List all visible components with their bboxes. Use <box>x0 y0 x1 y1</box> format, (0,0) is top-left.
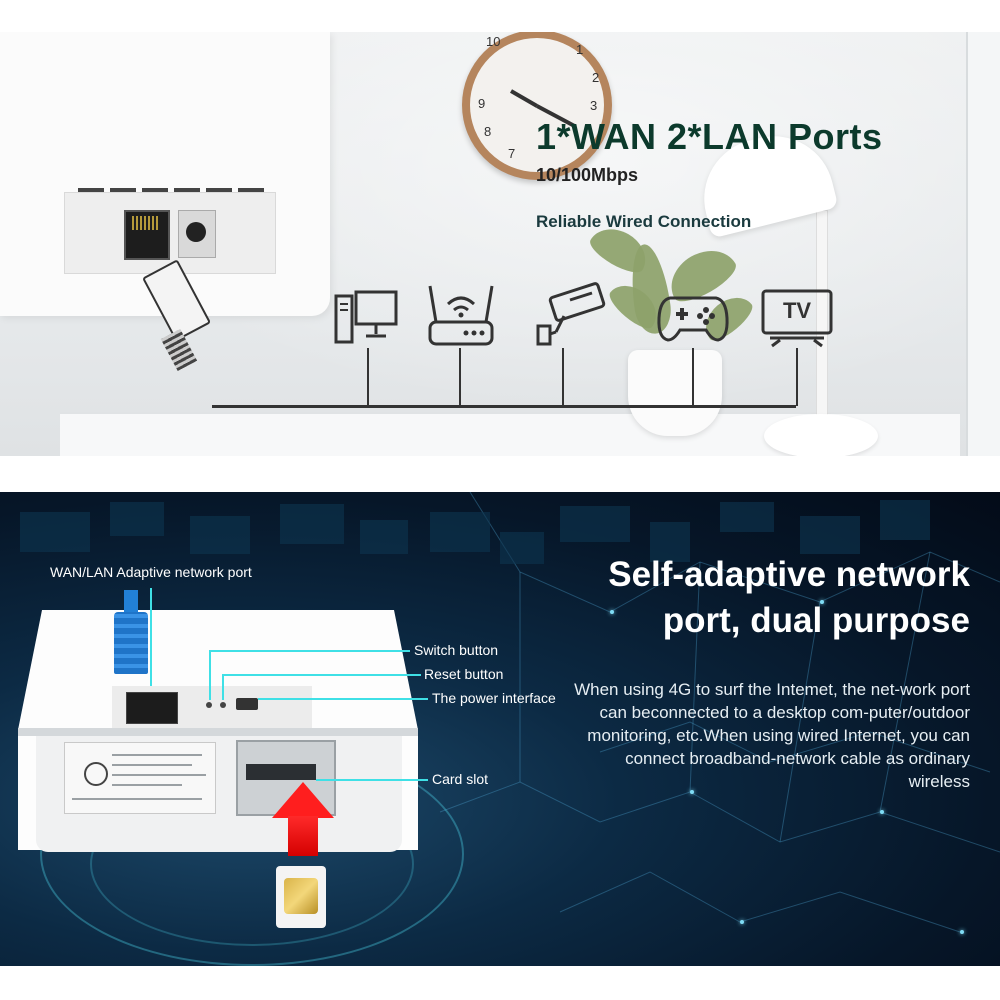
callout-line <box>210 650 410 652</box>
speed-label: 10/100Mbps <box>536 165 639 185</box>
power-port-hole <box>186 222 206 242</box>
window-frame <box>966 32 1000 456</box>
feature-heading-line-1: Self-adaptive network <box>608 555 970 594</box>
clock-number: 2 <box>592 70 600 85</box>
connection-note: Reliable Wired Connection <box>536 212 752 231</box>
ethernet-cable <box>124 590 138 616</box>
certification-logo <box>84 762 108 786</box>
clock-number: 1 <box>576 42 584 57</box>
top-product-panel: 10 1 2 3 9 8 7 1*WAN 2*LAN Ports 10/100M… <box>0 32 1000 456</box>
callout-line <box>209 650 211 700</box>
bus-drop-line <box>796 348 798 406</box>
router-edge <box>18 728 418 736</box>
vent-slot <box>174 188 200 192</box>
bus-drop-line <box>692 348 694 406</box>
bus-drop-line <box>459 348 461 406</box>
vent-slot <box>142 188 168 192</box>
callout-line <box>258 698 428 700</box>
insert-arrow-icon <box>272 782 334 818</box>
ports-heading: 1*WAN 2*LAN Ports <box>536 116 883 157</box>
clock-number: 10 <box>486 34 501 49</box>
callout-switch-button: Switch button <box>414 642 499 658</box>
feature-heading-line-2: port, dual purpose <box>662 601 970 640</box>
network-node <box>880 810 884 814</box>
blue-ethernet-plug-icon <box>114 612 148 674</box>
callout-line <box>222 674 224 700</box>
network-mesh-background <box>20 492 1000 933</box>
callout-line <box>150 588 152 686</box>
clock-number: 7 <box>508 146 516 161</box>
port-panel <box>64 192 276 274</box>
callout-line <box>223 674 421 676</box>
lamp-base <box>764 414 878 456</box>
sticker-text-line <box>112 774 206 776</box>
reset-button-hole <box>220 702 226 708</box>
desktop-computer-icon <box>334 290 398 344</box>
ethernet-port-pins <box>132 216 158 230</box>
vent-slot <box>78 188 104 192</box>
tv-label: TV <box>782 298 812 323</box>
connection-bus-line <box>212 405 796 408</box>
network-node <box>610 610 614 614</box>
network-node <box>960 930 964 934</box>
insert-arrow-shaft <box>288 816 318 856</box>
sticker-text-line <box>112 764 192 766</box>
vent-slot <box>110 188 136 192</box>
plant-pot <box>628 350 722 436</box>
callout-reset-button: Reset button <box>424 666 504 682</box>
gamepad-icon <box>657 296 729 342</box>
network-node <box>740 920 744 924</box>
bus-drop-line <box>562 348 564 406</box>
callout-power-interface: The power interface <box>432 690 556 706</box>
vent-slot <box>206 188 232 192</box>
sim-card-slot <box>246 764 316 780</box>
bus-drop-line <box>367 348 369 406</box>
power-interface-port <box>236 698 258 710</box>
sticker-text-line <box>72 798 202 800</box>
feature-description: When using 4G to surf the Intemet, the n… <box>574 680 970 791</box>
sticker-text-line <box>112 754 202 756</box>
callout-card-slot: Card slot <box>432 771 489 787</box>
clock-number: 3 <box>590 98 598 113</box>
callout-wan-lan-port: WAN/LAN Adaptive network port <box>50 564 252 580</box>
feature-heading: Self-adaptive network port, dual purpose <box>530 552 970 644</box>
clock-number: 8 <box>484 124 492 139</box>
network-node <box>690 790 694 794</box>
sticker-text-line <box>112 784 182 786</box>
switch-button-hole <box>206 702 212 708</box>
clock-number: 9 <box>478 96 486 111</box>
bottom-feature-panel: WAN/LAN Adaptive network port Switch but… <box>0 492 1000 966</box>
wan-lan-port <box>126 692 178 724</box>
tv-icon: TV <box>760 288 834 348</box>
security-camera-icon <box>536 282 606 346</box>
router-icon <box>428 285 494 346</box>
vent-slot <box>238 188 264 192</box>
sim-chip <box>284 878 318 914</box>
network-node <box>820 600 824 604</box>
callout-line <box>316 779 428 781</box>
